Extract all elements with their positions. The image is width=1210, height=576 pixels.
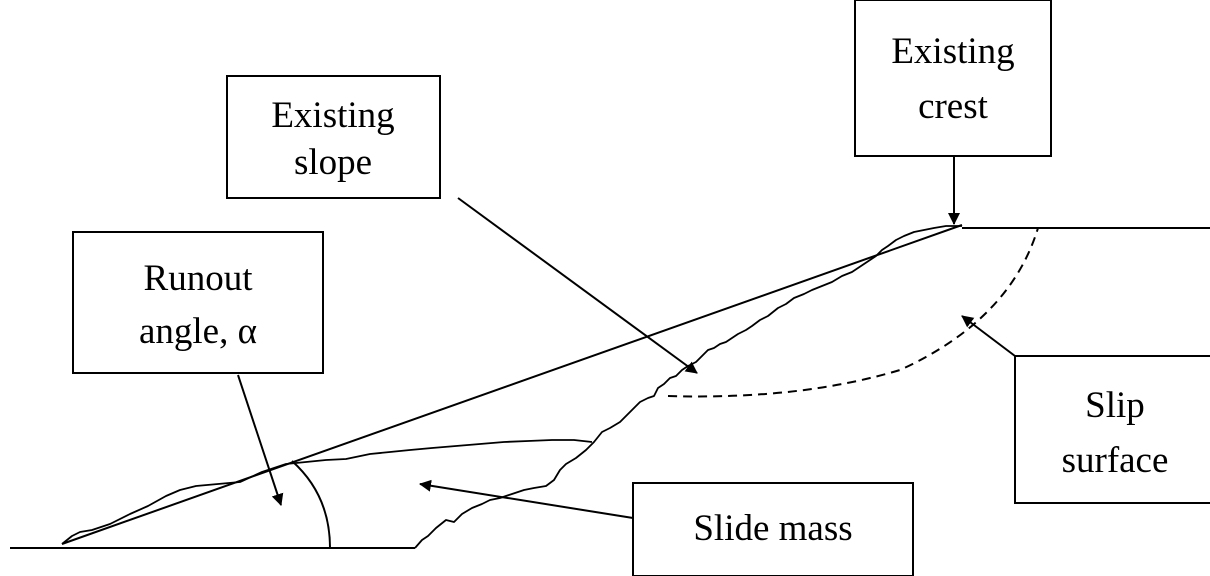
runout-reference-line xyxy=(61,224,963,545)
arrow-runout-angle xyxy=(237,374,284,506)
slip-surface-line1: Slip xyxy=(1085,385,1145,426)
slide-mass-text: Slide mass xyxy=(693,508,852,549)
runout-angle-line2: angle, α xyxy=(139,311,257,352)
slide-mass-outline xyxy=(61,439,593,545)
slip-surface-curve xyxy=(667,227,1039,398)
arrow-slide-mass xyxy=(419,479,634,519)
label-runout-angle: Runout angle, α xyxy=(72,231,324,374)
runout-angle-arc xyxy=(291,460,331,549)
runout-angle-line1: Runout xyxy=(144,258,254,299)
arrow-slip-surface xyxy=(961,315,1016,357)
existing-crest-line1: Existing xyxy=(891,31,1014,72)
label-existing-slope: Existing slope xyxy=(226,75,441,199)
slip-surface-line2: surface xyxy=(1062,440,1169,481)
label-slip-surface: Slip surface xyxy=(1014,355,1210,504)
label-slide-mass: Slide mass xyxy=(632,482,914,576)
existing-crest-line2: crest xyxy=(918,86,989,127)
existing-slope-line1: Existing xyxy=(271,95,394,136)
existing-slope-line2: slope xyxy=(294,142,372,183)
label-existing-crest: Existing crest xyxy=(854,0,1052,157)
arrow-existing-slope xyxy=(457,197,698,374)
